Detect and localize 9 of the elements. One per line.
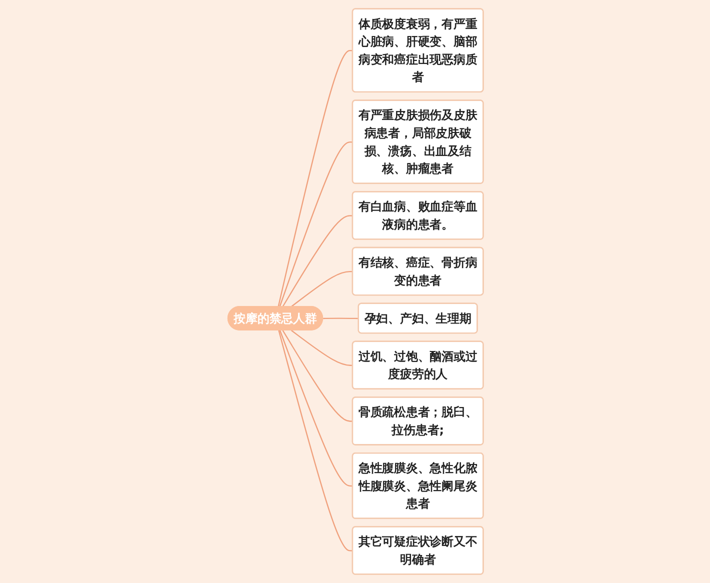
connector [282,330,352,422]
connector [278,330,352,552]
connector [290,330,352,366]
connector [278,330,352,487]
connector [277,50,352,307]
connector [322,318,358,320]
connector [282,215,352,307]
connector [290,270,352,308]
connector [278,141,352,307]
